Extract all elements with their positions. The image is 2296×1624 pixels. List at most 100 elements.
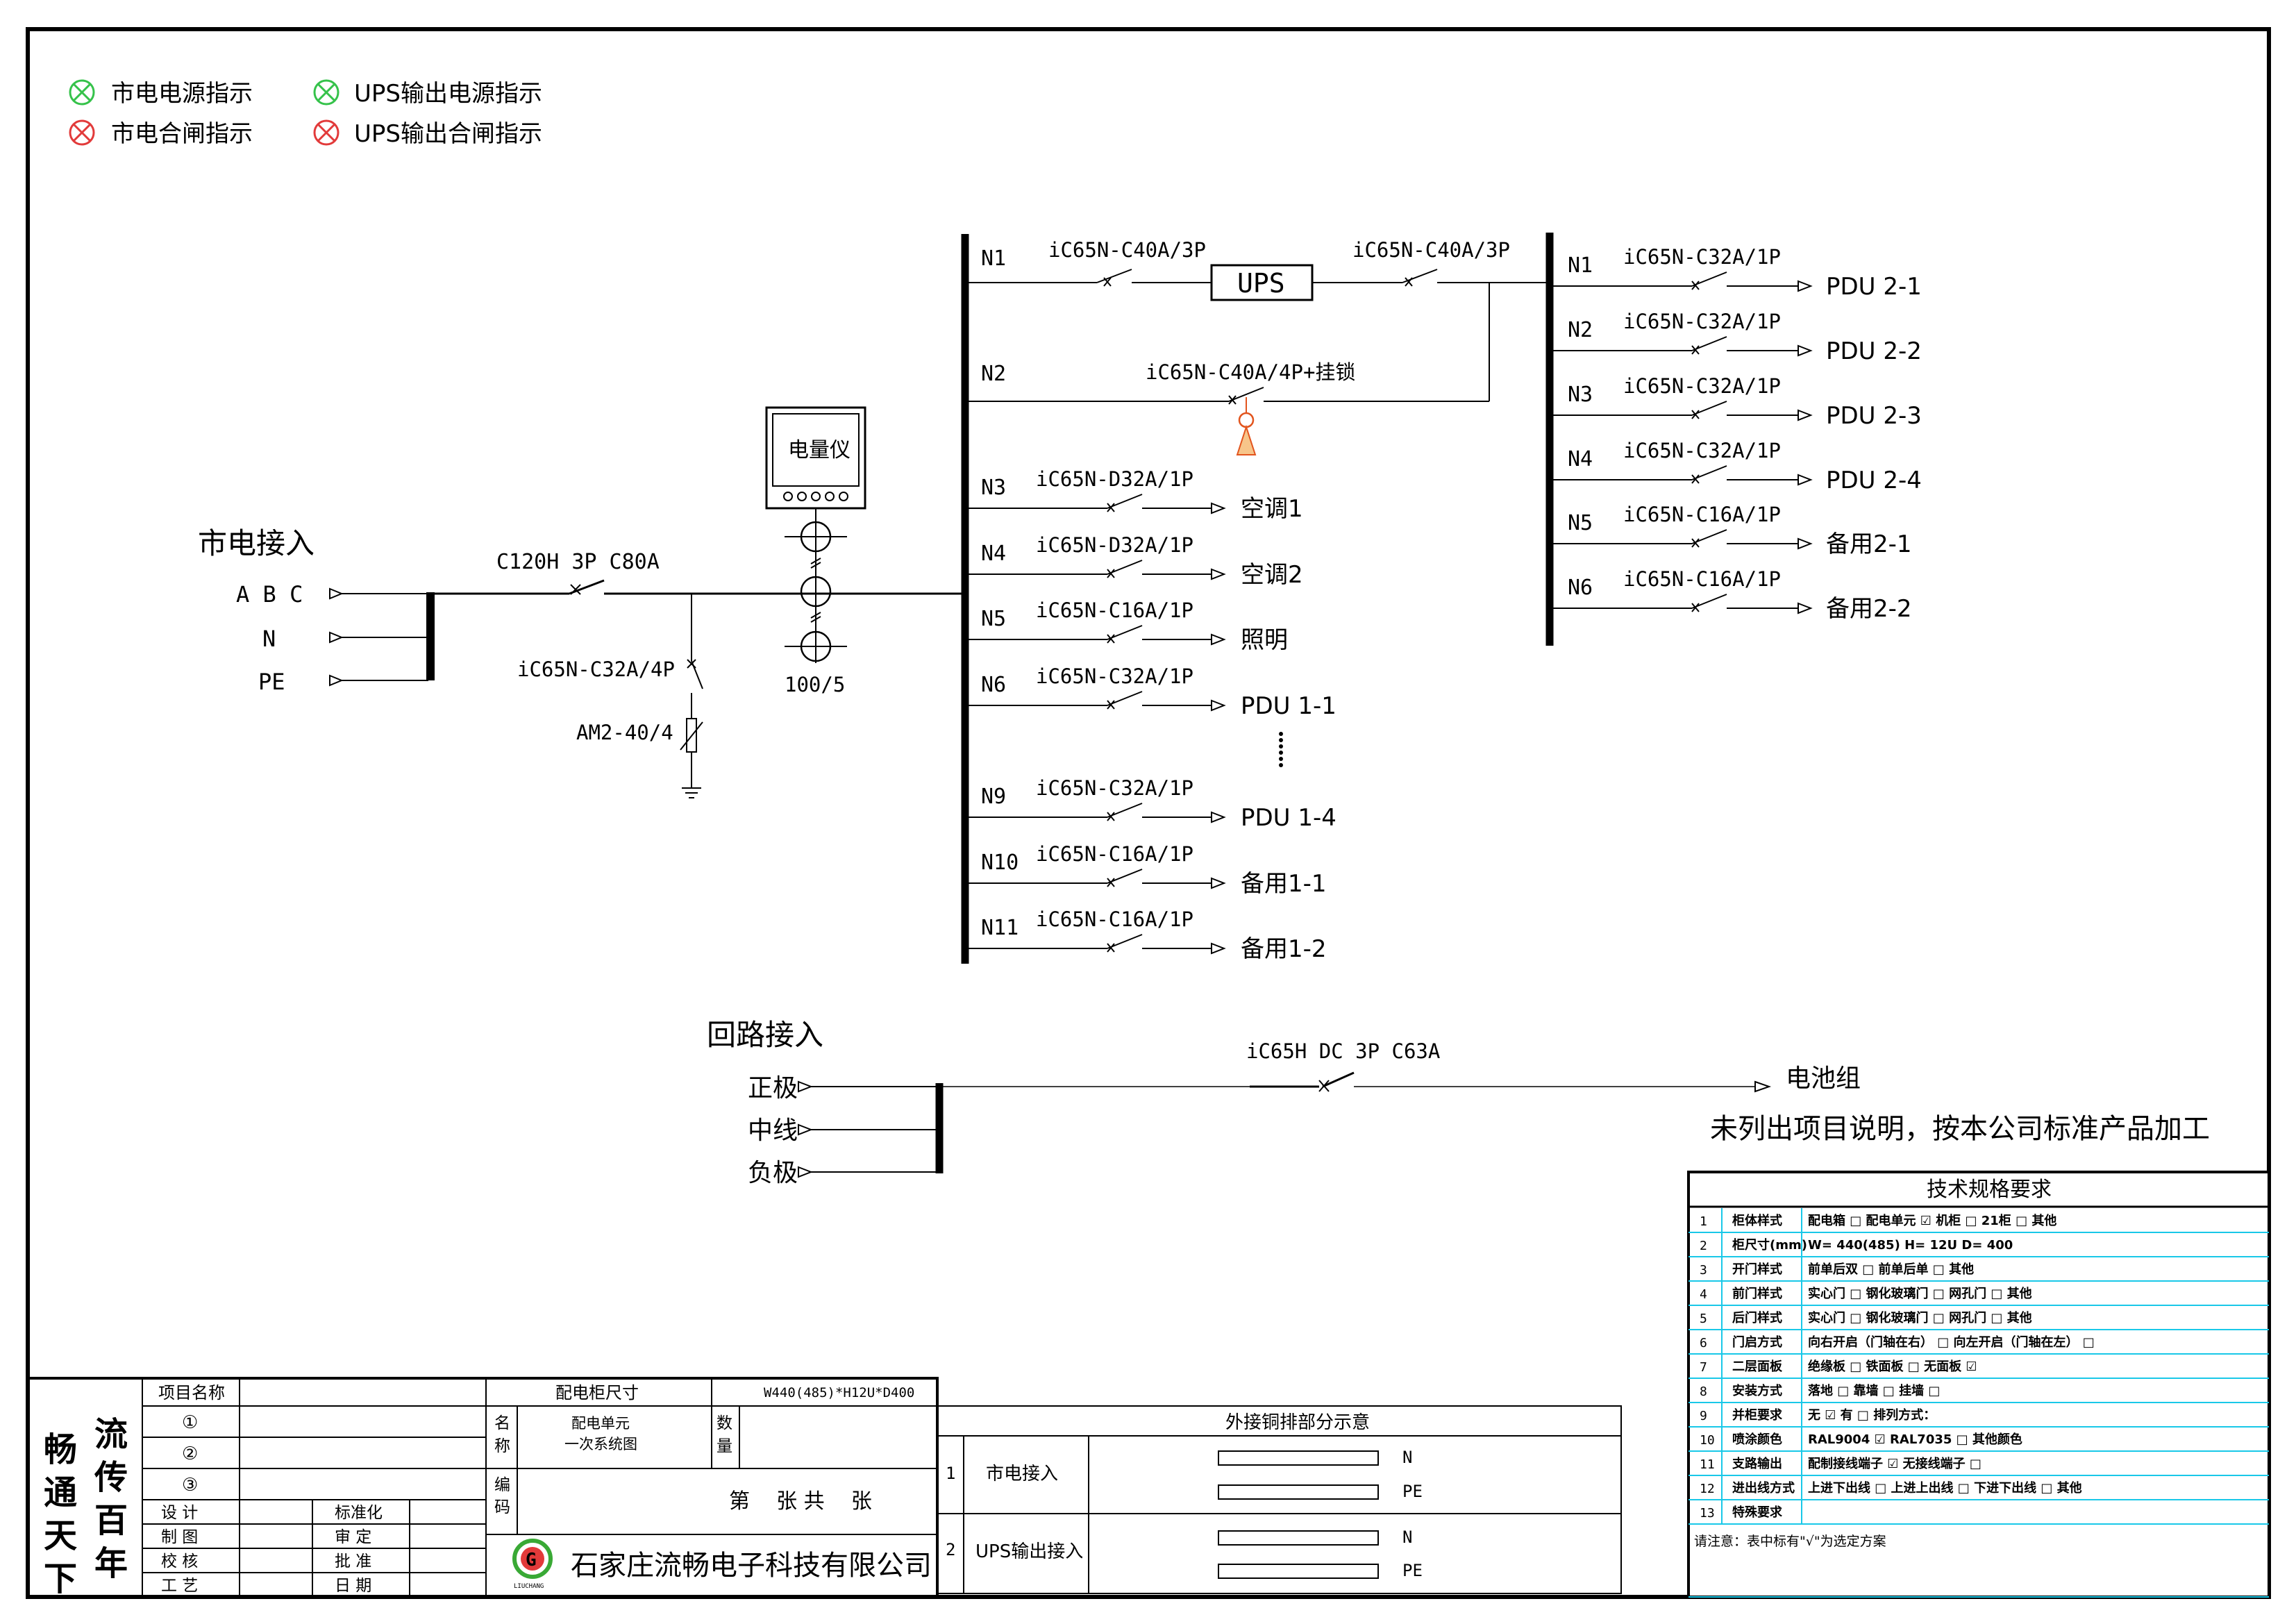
terminal-arrow-icon: [798, 1123, 813, 1136]
output-arrow-icon: [1798, 602, 1813, 614]
current-transformer-icon: [785, 521, 847, 569]
copper-row-name: 市电接入: [986, 1464, 1058, 1484]
output-arrow-icon: [1211, 877, 1226, 889]
logo-text: LIUCHANG: [514, 1583, 544, 1590]
spec-row-options: 实心门 □ 钢化玻璃门 □ 网孔门 □ 其他: [1808, 1310, 2032, 1325]
copper-bar-label: PE: [1402, 1482, 1423, 1501]
spec-row-item: 支路输出: [1732, 1456, 1782, 1471]
legend-item-mains-power: 市电电源指示: [69, 79, 253, 108]
breaker-label: iC65N-C16A/1P: [1623, 503, 1781, 526]
project-item: ②: [182, 1443, 198, 1464]
load-label: 空调1: [1241, 495, 1303, 523]
breaker-label: iC65N-C16A/1P: [1623, 567, 1781, 591]
dc-terminal-negative: 负极: [748, 1159, 798, 1187]
energy-meter: 电量仪: [765, 406, 866, 510]
role-label: 工 艺: [161, 1577, 198, 1595]
spec-row-item: 喷涂颜色: [1732, 1432, 1782, 1447]
copper-bar-n: [1218, 1450, 1379, 1466]
output-arrow-icon: [1211, 502, 1226, 514]
ups-label: UPS: [1237, 268, 1285, 299]
spec-row-number: 4: [1700, 1287, 1707, 1302]
left-feeder: N11 iC65N-C16A/1P 备用1-2: [965, 907, 1327, 963]
spec-row-options: 无 ☑ 有 □ 排列方式：: [1808, 1407, 1936, 1423]
spec-row-item: 进出线方式: [1732, 1480, 1795, 1496]
copper-bar-label: N: [1402, 1448, 1412, 1467]
ups-input-breaker-label: iC65N-C40A/3P: [1048, 238, 1206, 262]
legend-item-ups-closed: UPS输出合闸指示: [313, 119, 542, 148]
code-label: 编: [494, 1476, 510, 1494]
spec-row-number: 11: [1700, 1457, 1715, 1472]
spec-row-options: 前单后双 □ 前单后单 □ 其他: [1808, 1262, 1974, 1277]
terminal-arrow-icon: [798, 1080, 813, 1093]
circuit-number: N9: [981, 785, 1006, 809]
legend-label: UPS输出合闸指示: [354, 120, 542, 148]
circuit-number: N11: [981, 916, 1019, 940]
title-block: 流传百年 畅通天下 项目名称 ① ② ③ 设 计 制 图 校 核 工 艺 标准化…: [26, 1377, 939, 1604]
circuit-number: N1: [1568, 253, 1593, 278]
circuit-number: N2: [1568, 318, 1593, 342]
copper-bar-pe: [1218, 1484, 1379, 1500]
dc-breaker-label: iC65H DC 3P C63A: [1246, 1039, 1440, 1063]
spec-row-options: 向右开启（门轴在右） □ 向左开启（门轴在左） □: [1808, 1334, 2095, 1350]
dc-terminal-neutral: 中线: [748, 1116, 798, 1145]
spec-row-item: 安装方式: [1732, 1383, 1782, 1398]
breaker-label: iC65N-C32A/1P: [1623, 439, 1781, 462]
load-label: 备用1-2: [1241, 935, 1327, 963]
incoming-title: 市电接入: [198, 526, 315, 560]
breaker-label: iC65N-C32A/1P: [1623, 310, 1781, 333]
copper-row-number: 2: [946, 1540, 955, 1559]
spec-row-number: 3: [1700, 1263, 1707, 1278]
circuit-number: N2: [981, 362, 1006, 386]
company-name: 石家庄流畅电子科技有限公司: [571, 1550, 932, 1582]
main-breaker-label: C120H 3P C80A: [496, 550, 660, 574]
circuit-number: N1: [981, 246, 1006, 271]
output-arrow-icon: [1211, 633, 1226, 646]
load-label: 照明: [1241, 626, 1288, 654]
name-label: 称: [494, 1437, 510, 1455]
load-label: 空调2: [1241, 561, 1303, 589]
breaker-label: iC65N-C16A/1P: [1036, 907, 1193, 931]
load-label: 备用1-1: [1241, 870, 1327, 898]
breaker-label: iC65N-C32A/1P: [1036, 664, 1193, 688]
ups-output-breaker-label: iC65N-C40A/3P: [1352, 238, 1510, 262]
energy-meter-label: 电量仪: [788, 438, 850, 462]
role-label: 批 准: [335, 1552, 371, 1571]
general-note: 未列出项目说明，按本公司标准产品加工: [1710, 1113, 2210, 1145]
circuit-number: N5: [981, 607, 1006, 631]
spec-row-options: RAL9004 ☑ RAL7035 □ 其他颜色: [1808, 1432, 2022, 1447]
copper-bar-table: 外接铜排部分示意 1 市电接入 N PE 2 UPS输出接入 N PE: [937, 1405, 1622, 1594]
circuit-number: N3: [1568, 383, 1593, 407]
breaker-label: iC65N-C32A/1P: [1623, 374, 1781, 398]
load-label: PDU 2-2: [1826, 337, 1922, 365]
spec-row-item: 特殊要求: [1732, 1505, 1783, 1520]
output-arrow-icon: [1798, 474, 1813, 486]
slogan: 流传百年 畅通天下: [37, 1416, 128, 1604]
spec-row-number: 7: [1700, 1360, 1707, 1375]
circuit-number: N5: [1568, 511, 1593, 535]
circuit-number: N10: [981, 851, 1019, 875]
legend: 市电电源指示 UPS输出电源指示 市电合闸指示 UPS输出合闸指示: [69, 79, 542, 148]
spec-row-options: W= 440(485) H= 12U D= 400: [1808, 1238, 2013, 1253]
output-arrow-icon: [1798, 409, 1813, 421]
output-arrow-icon: [1211, 699, 1226, 712]
slogan-line-2: 畅通天下: [37, 1432, 77, 1604]
company-logo: G LIUCHANG: [512, 1539, 553, 1590]
legend-item-ups-power: UPS输出电源指示: [313, 79, 542, 108]
spec-row-options: 配电箱 □ 配电单元 ☑ 机柜 □ 21柜 □ 其他: [1808, 1213, 2056, 1228]
current-transformer-icon: [800, 576, 832, 623]
circuit-number: N4: [1568, 447, 1593, 471]
role-label: 标准化: [335, 1504, 383, 1522]
